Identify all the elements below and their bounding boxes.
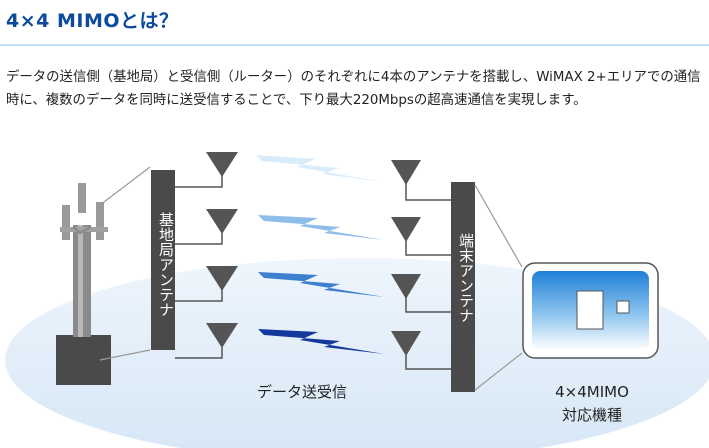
device-label-line1: 4×4MIMO [555,383,629,401]
base-antennas [175,152,238,359]
terminal-antenna-icon [391,160,451,201]
base-antenna-icon [175,266,238,302]
intro-paragraph: データの送信側（基地局）と受信側（ルーター）のそれぞれに4本のアンテナを搭載し、… [6,70,701,108]
signal-bolt-icon [258,272,384,297]
terminal-antenna-icon [391,217,451,256]
title-divider [0,44,709,46]
base-antenna-icon [175,152,238,188]
base-antenna-icon [175,209,238,245]
device-label-line2: 対応機種 [561,406,622,424]
mimo-diagram [5,152,709,448]
base-station-tower-icon [56,183,111,385]
terminal-antenna-icon [391,274,451,313]
mimo-device-icon [522,262,659,359]
base-antenna-label: 基地局アンテナ [157,212,175,317]
base-antenna-icon [175,323,238,359]
signal-bolt-icon [256,155,383,182]
terminal-antenna-label: 端末アンテナ [457,233,475,323]
signal-bolt-icon [258,215,384,240]
data-transfer-label: データ送受信 [257,383,348,401]
terminal-antennas [391,160,451,370]
base-antenna-post [151,170,175,350]
signal-bolt-icon [258,329,384,354]
data-signal-bolts [256,155,384,354]
page-title: 4×4 MIMOとは？ [6,10,179,32]
terminal-antenna-post [451,182,475,392]
terminal-antenna-icon [391,331,451,370]
